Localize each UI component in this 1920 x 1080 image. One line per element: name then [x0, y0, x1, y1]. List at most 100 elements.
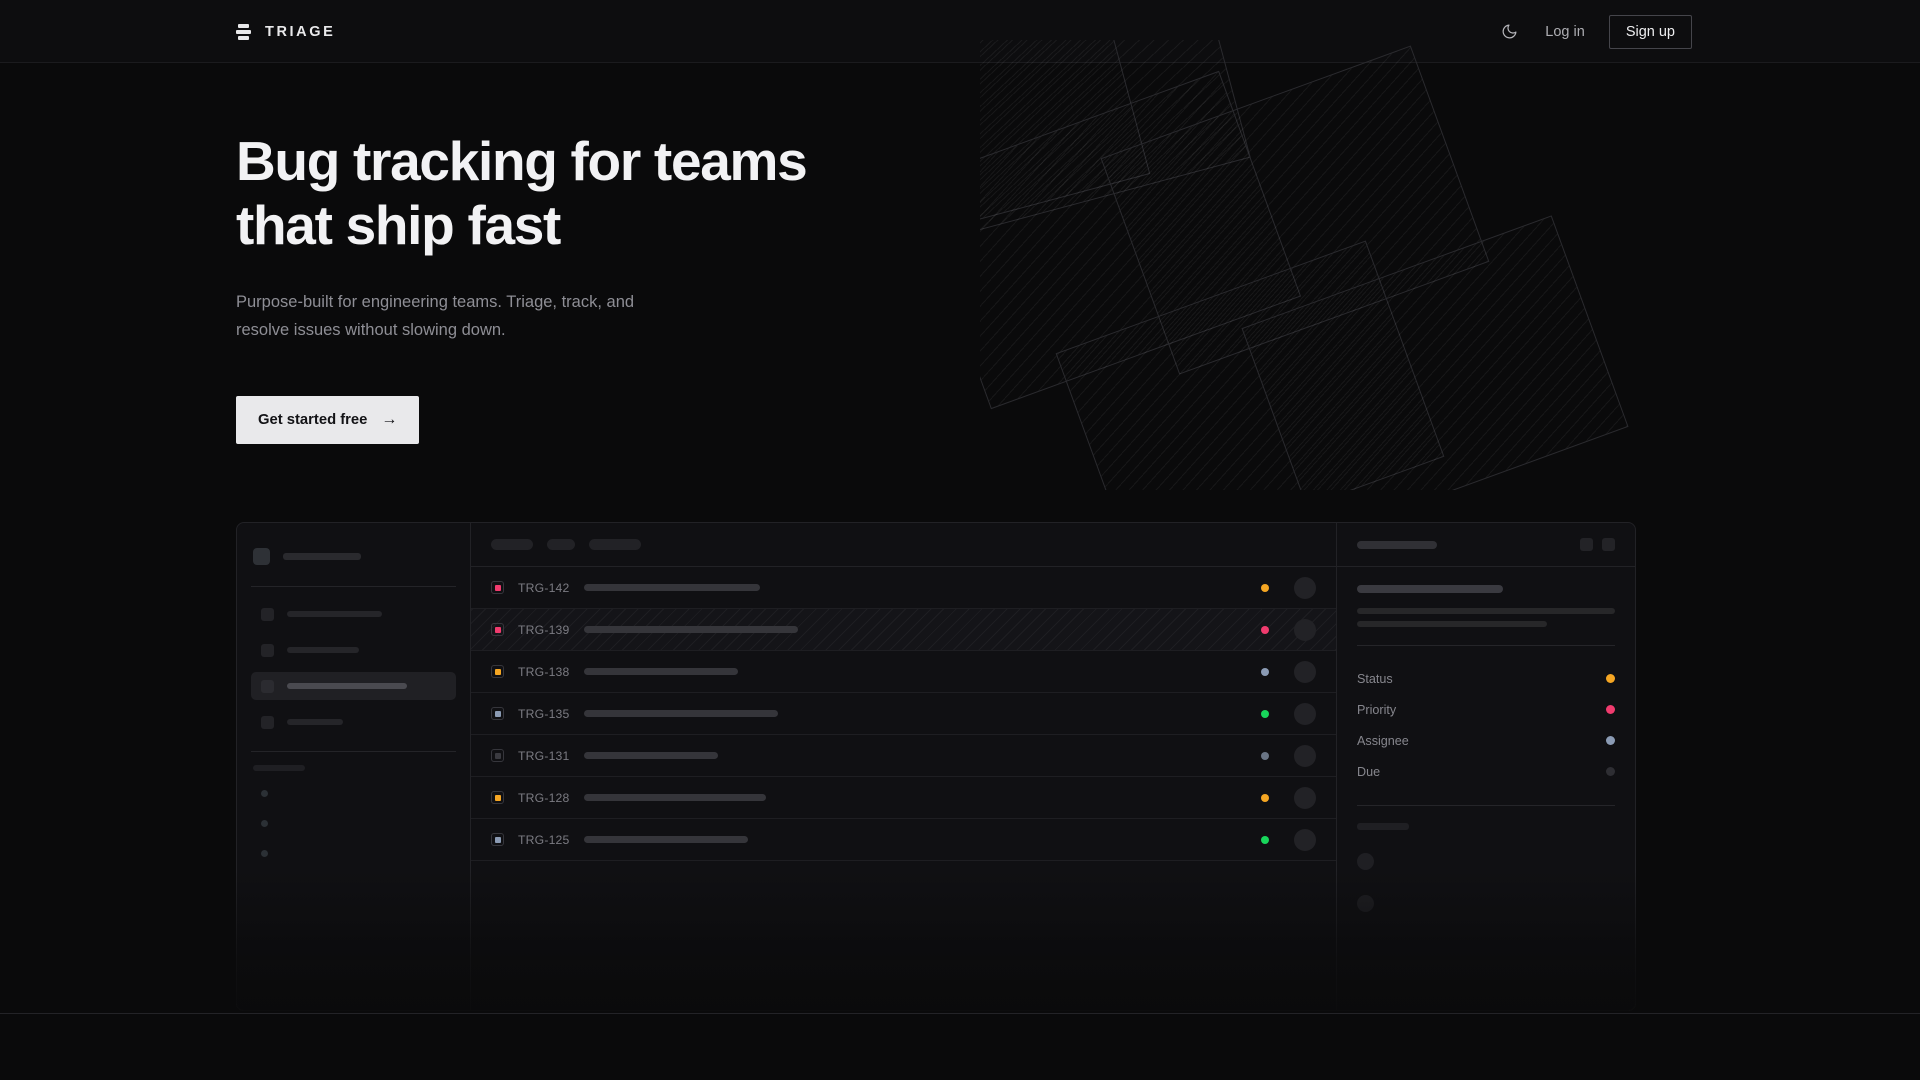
priority-badge-icon — [491, 833, 504, 846]
activity-item-0 — [1357, 846, 1615, 876]
detail-header-button-0[interactable] — [1580, 538, 1593, 551]
filter-chip-2[interactable] — [589, 539, 641, 550]
issue-key: TRG-131 — [518, 748, 570, 763]
table-row[interactable]: TRG-139 — [471, 609, 1336, 651]
sidebar-divider — [251, 586, 456, 587]
detail-header-button-1[interactable] — [1602, 538, 1615, 551]
sidebar-item-label-placeholder — [287, 647, 359, 653]
sidebar-item-label-placeholder — [287, 683, 407, 689]
filter-chip-0[interactable] — [491, 539, 533, 550]
stacked-bars-logo-icon — [236, 23, 251, 40]
detail-issue-title-placeholder — [1357, 585, 1503, 593]
table-row[interactable]: TRG-125 — [471, 819, 1336, 861]
meta-label: Due — [1357, 764, 1381, 779]
issue-title-placeholder — [584, 836, 748, 843]
avatar — [1357, 852, 1374, 870]
detail-divider — [1357, 805, 1615, 806]
table-row[interactable]: TRG-131 — [471, 735, 1336, 777]
detail-description-line-1 — [1357, 621, 1547, 627]
priority-badge-icon — [491, 665, 504, 678]
meta-value-dot — [1606, 736, 1615, 745]
sidebar-item-label-placeholder — [287, 611, 382, 617]
sidebar-section-label-placeholder — [253, 765, 305, 771]
sidebar-item-label-placeholder — [287, 719, 343, 725]
brand-name: TRIAGE — [265, 23, 336, 40]
priority-badge-icon — [491, 707, 504, 720]
deco-panel — [1055, 240, 1445, 490]
deco-panel — [980, 70, 1302, 410]
issue-title-placeholder — [584, 752, 718, 759]
sidebar-divider — [251, 751, 456, 752]
sidebar-item-icon — [261, 679, 274, 693]
meta-label: Priority — [1357, 702, 1397, 717]
sidebar-sub-dot-icon — [261, 849, 268, 857]
meta-row-priority[interactable]: Priority — [1357, 694, 1615, 725]
sidebar-sub-item-0[interactable] — [251, 787, 456, 799]
status-badge — [1261, 793, 1269, 802]
status-badge — [1261, 625, 1269, 634]
signup-button[interactable]: Sign up — [1608, 14, 1692, 49]
detail-activity-label-placeholder — [1357, 823, 1409, 830]
workspace-switcher[interactable] — [251, 537, 456, 571]
login-link[interactable]: Log in — [1545, 23, 1585, 40]
issue-title-placeholder — [584, 794, 766, 801]
status-badge — [1261, 709, 1269, 718]
meta-row-due[interactable]: Due — [1357, 756, 1615, 787]
filter-chip-1[interactable] — [547, 539, 575, 550]
mock-sidebar — [237, 523, 471, 1010]
sidebar-item-3[interactable] — [251, 708, 456, 736]
priority-badge-icon — [491, 623, 504, 636]
workspace-name-placeholder — [283, 552, 361, 560]
page-bottom-divider — [0, 1013, 1920, 1014]
avatar — [1294, 828, 1316, 851]
hero-subtitle: Purpose-built for engineering teams. Tri… — [236, 293, 635, 340]
sidebar-item-1[interactable] — [251, 636, 456, 664]
sidebar-item-2[interactable] — [251, 672, 456, 700]
table-row[interactable]: TRG-135 — [471, 693, 1336, 735]
sidebar-item-icon — [261, 643, 274, 657]
table-row[interactable]: TRG-128 — [471, 777, 1336, 819]
sidebar-item-0[interactable] — [251, 600, 456, 628]
detail-description-line-0 — [1357, 608, 1615, 614]
hero-headline: Bug tracking for teams that ship fast — [236, 130, 808, 256]
meta-label: Status — [1357, 671, 1393, 686]
issue-key: TRG-139 — [518, 622, 570, 637]
brand-logo[interactable]: TRIAGE — [236, 0, 335, 63]
issue-list-toolbar — [471, 523, 1336, 567]
issue-title-placeholder — [584, 584, 760, 591]
status-badge — [1261, 667, 1269, 676]
issue-key: TRG-138 — [518, 664, 570, 679]
get-started-button[interactable]: Get started free → — [236, 396, 420, 444]
issue-key: TRG-135 — [518, 706, 570, 721]
arrow-right-icon: → — [381, 411, 398, 428]
issue-title-placeholder — [584, 626, 798, 633]
avatar — [1294, 576, 1316, 599]
issue-title-placeholder — [584, 668, 738, 675]
detail-activity-list — [1357, 846, 1615, 918]
moon-icon[interactable] — [1497, 20, 1521, 44]
deco-panel — [980, 40, 1251, 246]
status-badge — [1261, 835, 1269, 844]
status-badge — [1261, 583, 1269, 592]
meta-row-assignee[interactable]: Assignee — [1357, 725, 1615, 756]
sidebar-sub-item-1[interactable] — [251, 817, 456, 829]
priority-badge-icon — [491, 749, 504, 762]
sidebar-item-icon — [261, 715, 274, 729]
priority-badge-icon — [491, 581, 504, 594]
detail-panel-header — [1337, 523, 1635, 567]
detail-title-placeholder — [1357, 540, 1437, 549]
table-row[interactable]: TRG-138 — [471, 651, 1336, 693]
sidebar-sub-item-2[interactable] — [251, 847, 456, 859]
table-row[interactable]: TRG-142 — [471, 567, 1336, 609]
decorative-hatched-panels — [980, 40, 1920, 490]
issue-key: TRG-128 — [518, 790, 570, 805]
nav-actions: Log in Sign up — [1497, 0, 1692, 63]
meta-row-status[interactable]: Status — [1357, 663, 1615, 694]
workspace-avatar-icon — [253, 547, 270, 565]
sidebar-sub-list — [251, 787, 456, 859]
